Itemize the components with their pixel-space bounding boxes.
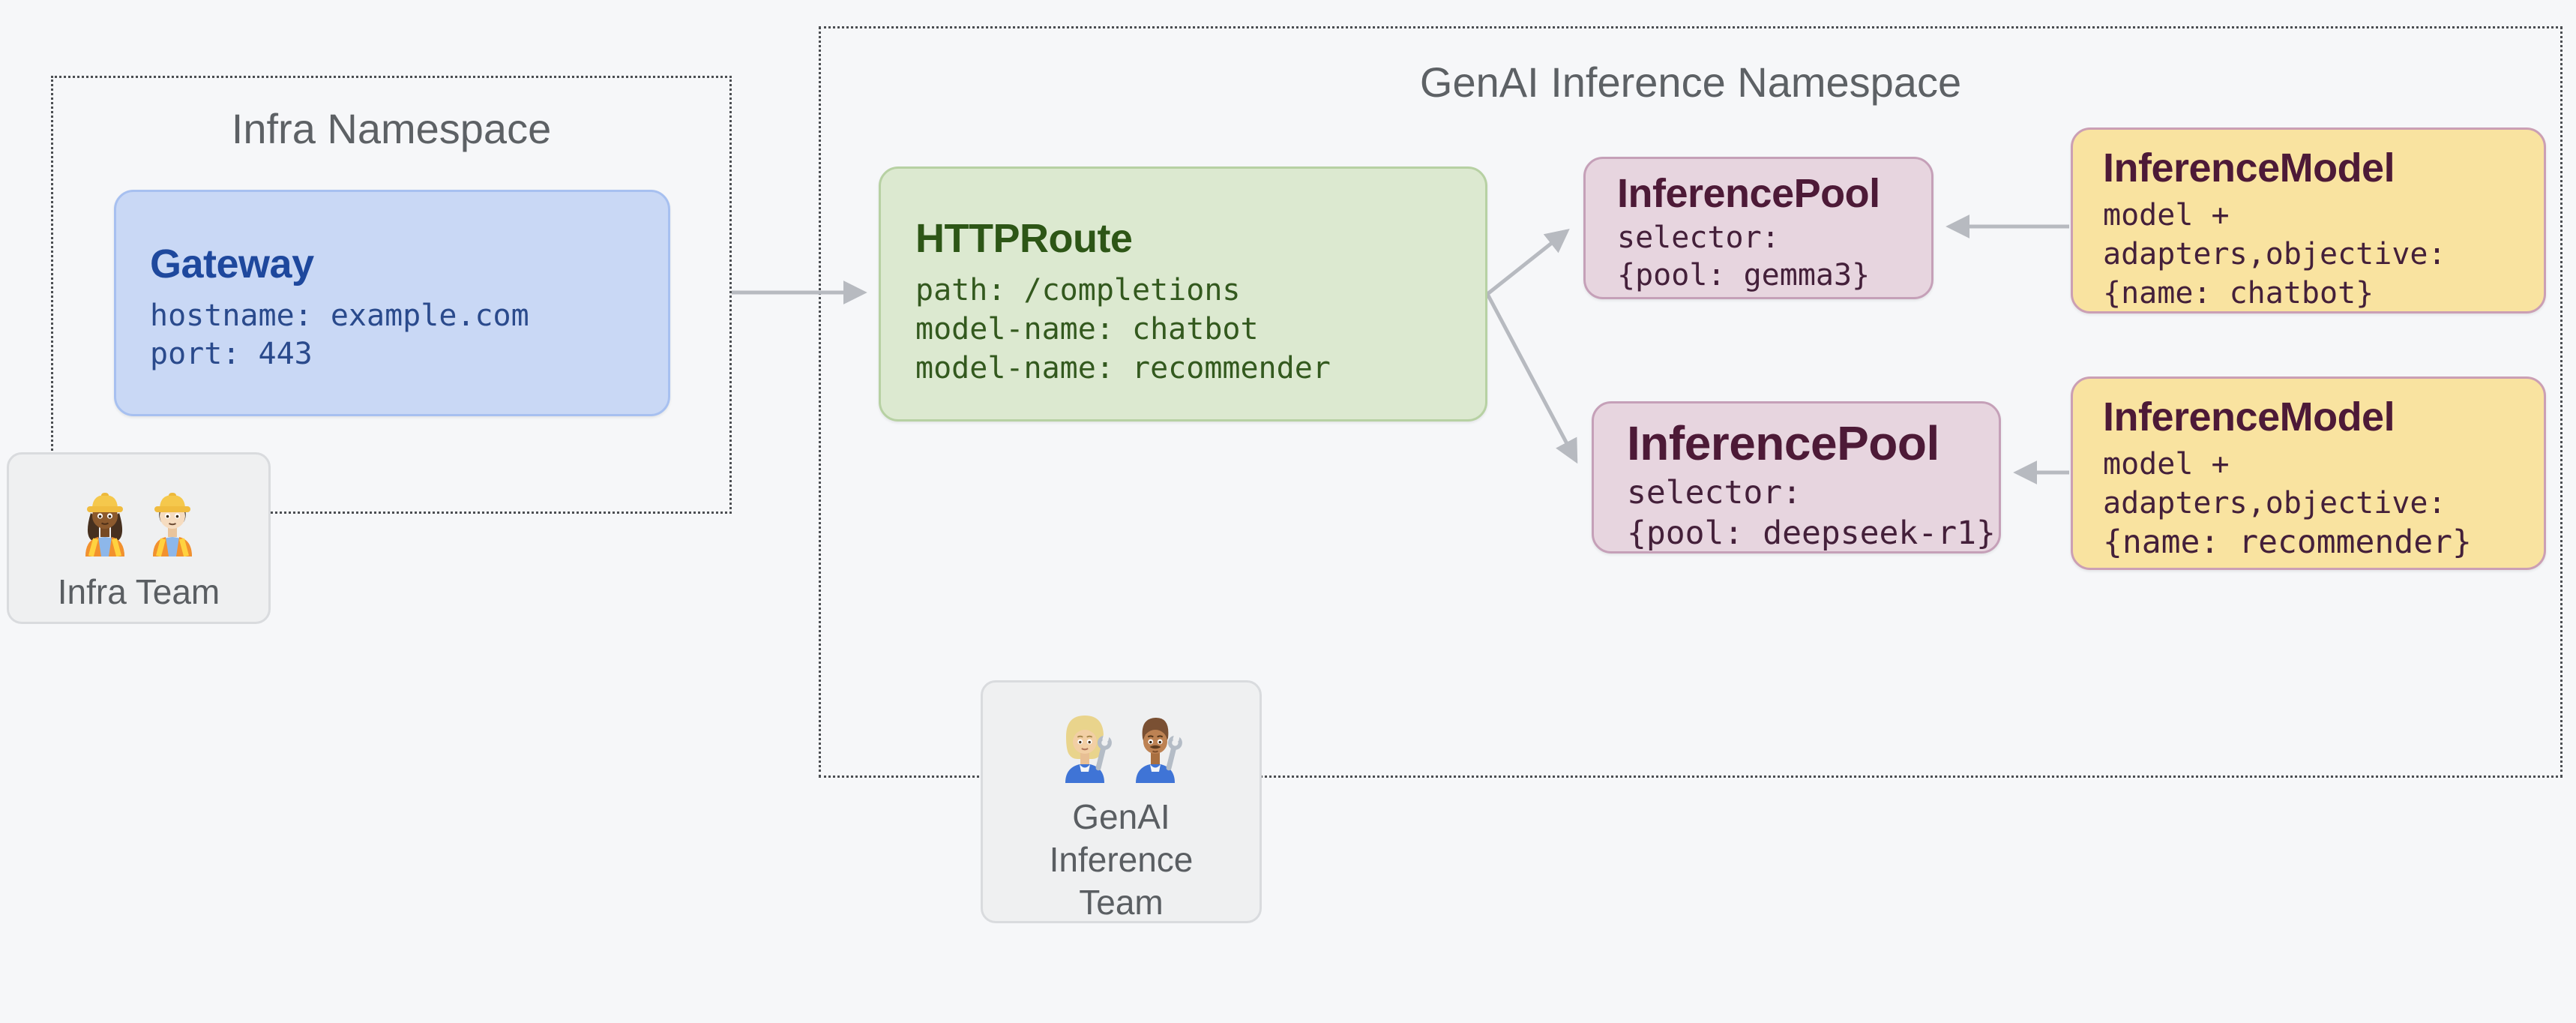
httproute-title: HTTPRoute <box>915 216 1133 261</box>
genai-team-label: GenAI Inference Team <box>1050 796 1194 924</box>
genai-namespace-box <box>819 26 2563 778</box>
genai-team-label-line-3: Team <box>1079 883 1164 922</box>
inferencepool-2-node: InferencePool selector: {pool: deepseek-… <box>1592 401 2001 554</box>
infra-team-card: Infra Team <box>7 452 271 624</box>
inferencemodel-2-adapters-line: adapters,objective: <box>2103 486 2446 520</box>
inferencepool-1-node: InferencePool selector: {pool: gemma3} <box>1583 157 1933 299</box>
inferencepool-1-selector-line: selector: <box>1617 220 1780 255</box>
inferencepool-2-selector-line: selector: <box>1627 474 1802 512</box>
inferencepool-2-pool-line: {pool: deepseek-r1} <box>1627 514 1996 552</box>
man-construction-worker-icon <box>144 482 201 560</box>
genai-team-label-line-1: GenAI <box>1072 797 1170 836</box>
genai-namespace-title: GenAI Inference Namespace <box>1419 58 1962 106</box>
inferencemodel-1-model-line: model + <box>2103 198 2230 232</box>
woman-construction-worker-icon <box>76 482 133 560</box>
man-mechanic-icon <box>1127 705 1187 787</box>
inferencemodel-2-model-line: model + <box>2103 447 2230 482</box>
genai-team-icons <box>1056 705 1187 787</box>
genai-team-card: GenAI Inference Team <box>981 680 1262 923</box>
inferencemodel-2-name-line: {name: recommender} <box>2103 524 2472 561</box>
genai-team-label-line-2: Inference <box>1049 840 1194 879</box>
inferencemodel-1-name-line: {name: chatbot} <box>2103 276 2374 310</box>
inferencemodel-2-node: InferenceModel model + adapters,objectiv… <box>2071 376 2546 570</box>
gateway-title: Gateway <box>150 242 314 286</box>
gateway-hostname-line: hostname: example.com <box>150 298 529 333</box>
inferencepool-2-title: InferencePool <box>1627 416 1939 470</box>
inferencemodel-1-adapters-line: adapters,objective: <box>2103 237 2446 272</box>
inferencemodel-2-title: InferenceModel <box>2103 394 2395 440</box>
httproute-modelname-recommender-line: model-name: recommender <box>915 351 1331 386</box>
infra-namespace-title: Infra Namespace <box>231 105 552 152</box>
infra-team-icons <box>76 482 201 560</box>
inferencepool-1-pool-line: {pool: gemma3} <box>1617 258 1871 292</box>
gateway-port-line: port: 443 <box>150 337 313 371</box>
infra-namespace-box <box>51 76 732 514</box>
httproute-modelname-chatbot-line: model-name: chatbot <box>915 312 1259 346</box>
inferencemodel-1-node: InferenceModel model + adapters,objectiv… <box>2071 128 2546 314</box>
httproute-path-line: path: /completions <box>915 273 1241 308</box>
httproute-node: HTTPRoute path: /completions model-name:… <box>879 166 1487 422</box>
inferencemodel-1-title: InferenceModel <box>2103 146 2395 190</box>
infra-team-label: Infra Team <box>57 572 220 611</box>
inferencepool-1-title: InferencePool <box>1617 171 1880 216</box>
woman-mechanic-icon <box>1056 705 1116 787</box>
gateway-node: Gateway hostname: example.com port: 443 <box>114 190 670 416</box>
